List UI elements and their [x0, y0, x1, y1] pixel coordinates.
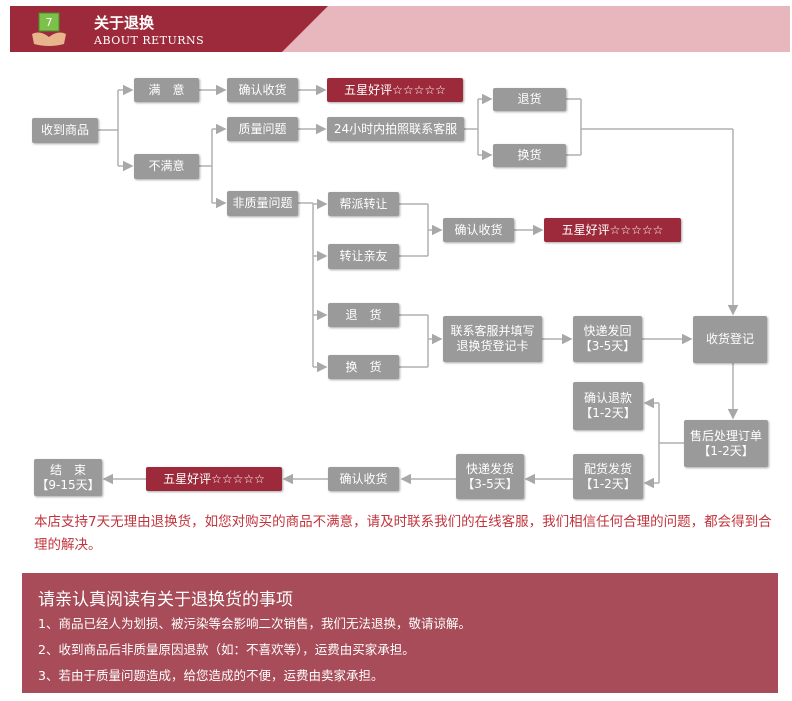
logo-text: 7 — [46, 16, 53, 29]
node-end-line1: 结 束 — [49, 462, 86, 477]
node-contact-fill-line2: 退换货登记卡 — [456, 339, 529, 353]
node-quality-issue: 质量问题 — [227, 117, 298, 141]
node-confirm-receipt-2: 确认收货 — [443, 218, 514, 242]
node-help-transfer: 帮派转让 — [328, 192, 399, 216]
node-ship-goods: 配货发货 【1-2天】 — [573, 454, 643, 499]
node-receive-register: 收货登记 — [693, 316, 767, 363]
node-exchange-2: 换 货 — [328, 355, 399, 379]
return-policy-note: 本店支持7天无理由退换货，如您对购买的商品不满意，请及时联系我们的在线客服，我们… — [34, 514, 772, 553]
notice-item-3: 3、若由于质量问题造成，给您造成的不便，运费由卖家承担。 — [38, 668, 384, 683]
node-express-ship: 快递发货 【3-5天】 — [456, 454, 524, 499]
notice-box: 请亲认真阅读有关于退换货的事项 1、商品已经人为划损、被污染等会影响二次销售，我… — [22, 573, 778, 693]
node-confirm-refund: 确认退款 【1-2天】 — [573, 382, 643, 430]
node-after-sale-order: 售后处理订单 【1-2天】 — [684, 420, 768, 467]
node-end: 结 束 【9-15天】 — [34, 459, 102, 496]
node-ship-goods-line2: 【1-2天】 — [580, 476, 636, 491]
node-unsatisfied: 不满意 — [134, 154, 199, 179]
node-confirm-refund-line2: 【1-2天】 — [580, 406, 636, 420]
node-exchange-1: 换货 — [493, 144, 566, 167]
node-ship-goods-line1: 配货发货 — [583, 461, 632, 476]
node-five-star-3: 五星好评☆☆☆☆☆ — [146, 467, 282, 491]
flow-connectors — [98, 84, 739, 489]
node-return-2: 退 货 — [328, 303, 399, 327]
header-red-band — [10, 6, 328, 52]
node-end-line2: 【9-15天】 — [36, 477, 100, 492]
notice-item-1: 1、商品已经人为划损、被污染等会影响二次销售，我们无法退换，敬请谅解。 — [38, 616, 471, 631]
node-express-back-line2: 【3-5天】 — [579, 339, 636, 353]
node-photo-contact: 24小时内拍照联系客服 — [327, 117, 464, 141]
node-non-quality-issue: 非质量问题 — [227, 191, 298, 216]
node-confirm-receipt-1: 确认收货 — [227, 78, 298, 102]
node-contact-fill-form: 联系客服并填写 退换货登记卡 — [443, 316, 542, 362]
node-five-star-2: 五星好评☆☆☆☆☆ — [544, 218, 681, 242]
node-confirm-receipt-3: 确认收货 — [328, 467, 399, 491]
node-express-ship-line2: 【3-5天】 — [462, 476, 518, 491]
gift-hands-icon: 7 — [32, 12, 66, 46]
node-contact-fill-line1: 联系客服并填写 — [450, 324, 535, 338]
node-express-ship-line1: 快递发货 — [465, 461, 514, 476]
node-return-1: 退货 — [493, 88, 566, 111]
notice-item-2: 2、收到商品后非质量原因退款（如：不喜欢等），运费由买家承担。 — [38, 642, 415, 657]
node-receive-goods: 收到商品 — [32, 118, 98, 143]
node-transfer-friends: 转让亲友 — [328, 244, 399, 269]
node-express-back-line1: 快递发回 — [583, 324, 632, 338]
node-five-star-1: 五星好评☆☆☆☆☆ — [327, 78, 463, 102]
section-title: 关于退换 — [94, 14, 155, 32]
node-express-back: 快递发回 【3-5天】 — [573, 316, 642, 362]
node-after-sale-line1: 售后处理订单 — [689, 428, 762, 443]
notice-title: 请亲认真阅读有关于退换货的事项 — [38, 590, 293, 610]
node-after-sale-line2: 【1-2天】 — [698, 443, 754, 458]
header-background — [10, 6, 790, 52]
header-banner: 7 关于退换 ABOUT RETURNS — [10, 6, 790, 52]
section-subtitle: ABOUT RETURNS — [94, 34, 205, 47]
node-confirm-refund-line1: 确认退款 — [583, 391, 632, 405]
node-satisfied: 满 意 — [134, 78, 199, 102]
